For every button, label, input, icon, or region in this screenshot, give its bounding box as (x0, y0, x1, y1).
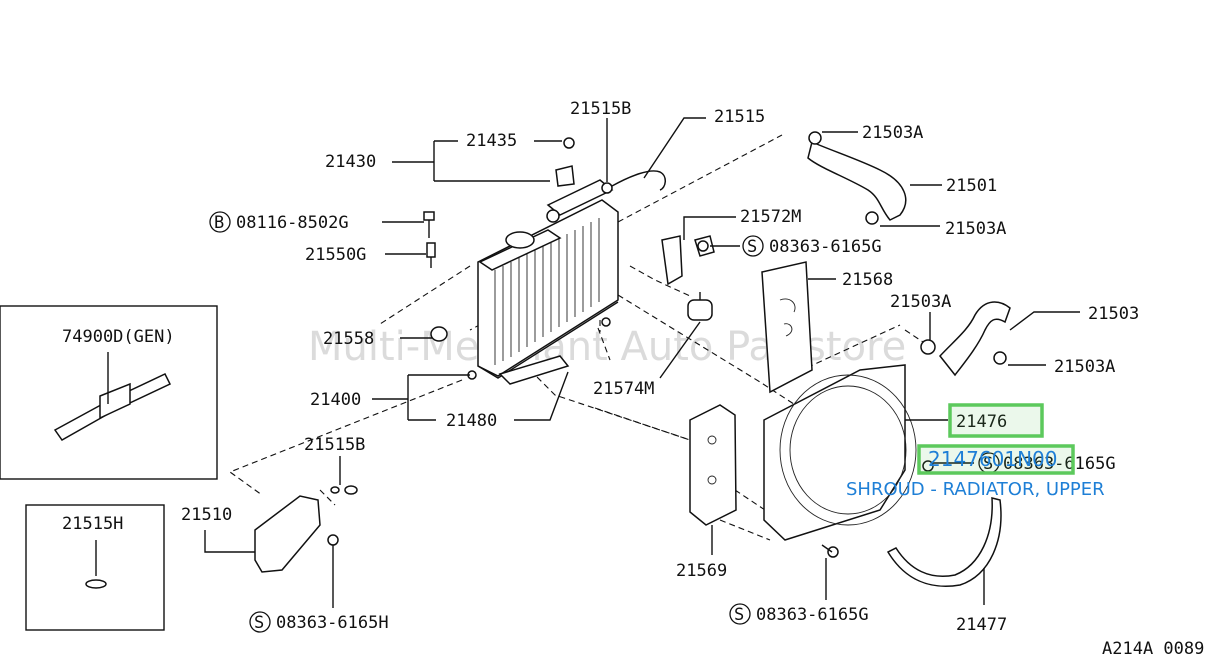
label-21568: 21568 (842, 270, 893, 290)
upper-hose-21515 (611, 170, 666, 191)
label-21503: 21503 (1088, 304, 1139, 324)
highlight-box-part-number[interactable] (917, 444, 1075, 475)
label-21503a-3: 21503A (890, 292, 951, 312)
label-bolt-prefix: B (214, 213, 224, 233)
screw-08363-g-upper-icon (697, 240, 709, 252)
label-21477: 21477 (956, 615, 1007, 635)
label-21569: 21569 (676, 561, 727, 581)
inset-21515h: 21515H (25, 504, 165, 631)
label-21574m: 21574M (593, 379, 654, 399)
label-21400: 21400 (310, 390, 361, 410)
screw-08363-g-shroud-icon (922, 460, 934, 472)
clamp-21503a-1-icon (808, 131, 822, 145)
label-screw-prefix-3: S (734, 605, 744, 625)
label-08363-6165g-1: 08363-6165G (769, 237, 882, 257)
bracket-21572m (661, 235, 715, 286)
label-21515h: 21515H (62, 514, 123, 534)
label-21572m: 21572M (740, 207, 801, 227)
label-21558: 21558 (323, 329, 374, 349)
leader-lines (204, 117, 1080, 608)
plug-icon (546, 209, 560, 223)
label-08363-6165h: 08363-6165H (276, 613, 389, 633)
clamp-21503a-4-icon (993, 351, 1007, 365)
shroud-21476 (763, 364, 917, 541)
label-08116-8502g: 08116-8502G (236, 213, 349, 233)
label-21515b-top: 21515B (570, 99, 631, 119)
label-screw-prefix-4: S (254, 613, 264, 633)
label-21435: 21435 (466, 131, 517, 151)
hose-21501 (807, 140, 907, 221)
screw-prefix-s-icon-4 (249, 611, 271, 633)
label-21510: 21510 (181, 505, 232, 525)
hotspot-part-number[interactable]: 2147601N00 (917, 444, 1075, 475)
bracket-21510 (254, 485, 358, 573)
bolt-prefix-b-icon (209, 211, 231, 233)
label-21501: 21501 (946, 176, 997, 196)
label-74900d: 74900D(GEN) (62, 327, 175, 347)
side-panel-21568 (761, 261, 813, 394)
radiator-cap-21435 (555, 137, 575, 187)
hose-21503 (939, 301, 1011, 377)
label-21503a-2: 21503A (945, 219, 1006, 239)
label-21430: 21430 (325, 152, 376, 172)
inset-74900d: 74900D(GEN) (0, 305, 218, 480)
label-08363-6165g-3: 08363-6165G (756, 605, 869, 625)
tank-21574m (687, 292, 713, 321)
mount-21558-icon (430, 326, 448, 342)
part-number-text[interactable]: 2147601N00 (928, 447, 1057, 471)
label-21476: 21476 (956, 412, 1007, 432)
clamp-21503a-2-icon (865, 211, 879, 225)
label-21550g: 21550G (305, 245, 366, 265)
diagram-code: A214A 0089 (1102, 639, 1204, 659)
screw-prefix-s-icon-3 (729, 603, 751, 625)
grommet-21550g-icon (426, 242, 436, 268)
clamp-21503a-3-icon (920, 339, 936, 355)
bolt-08116-icon (423, 211, 435, 238)
part-description: SHROUD - RADIATOR, UPPER (846, 479, 1105, 500)
lower-shroud-21477 (886, 497, 1002, 587)
label-21503a-4: 21503A (1054, 357, 1115, 377)
label-21515b-low: 21515B (304, 435, 365, 455)
highlight-box-21476[interactable] (948, 403, 1044, 438)
plug-21515b-icon (601, 182, 613, 194)
label-screw-prefix-1: S (747, 237, 757, 257)
label-08363-6165g-2: 08363-6165G (1003, 454, 1116, 474)
radiator-core (467, 179, 619, 385)
label-21503a-1: 21503A (862, 123, 923, 143)
label-21480: 21480 (446, 411, 497, 431)
screw-prefix-s-icon-1 (742, 235, 764, 257)
label-screw-prefix-2: S (983, 454, 993, 474)
part-labels: 21515B 21515 21435 21430 21503A 21501 21… (181, 99, 1204, 659)
hotspot-21476[interactable] (948, 403, 1044, 438)
label-21515: 21515 (714, 107, 765, 127)
screw-08363-g-lower-icon (821, 544, 839, 558)
side-bracket-21569 (689, 404, 737, 526)
